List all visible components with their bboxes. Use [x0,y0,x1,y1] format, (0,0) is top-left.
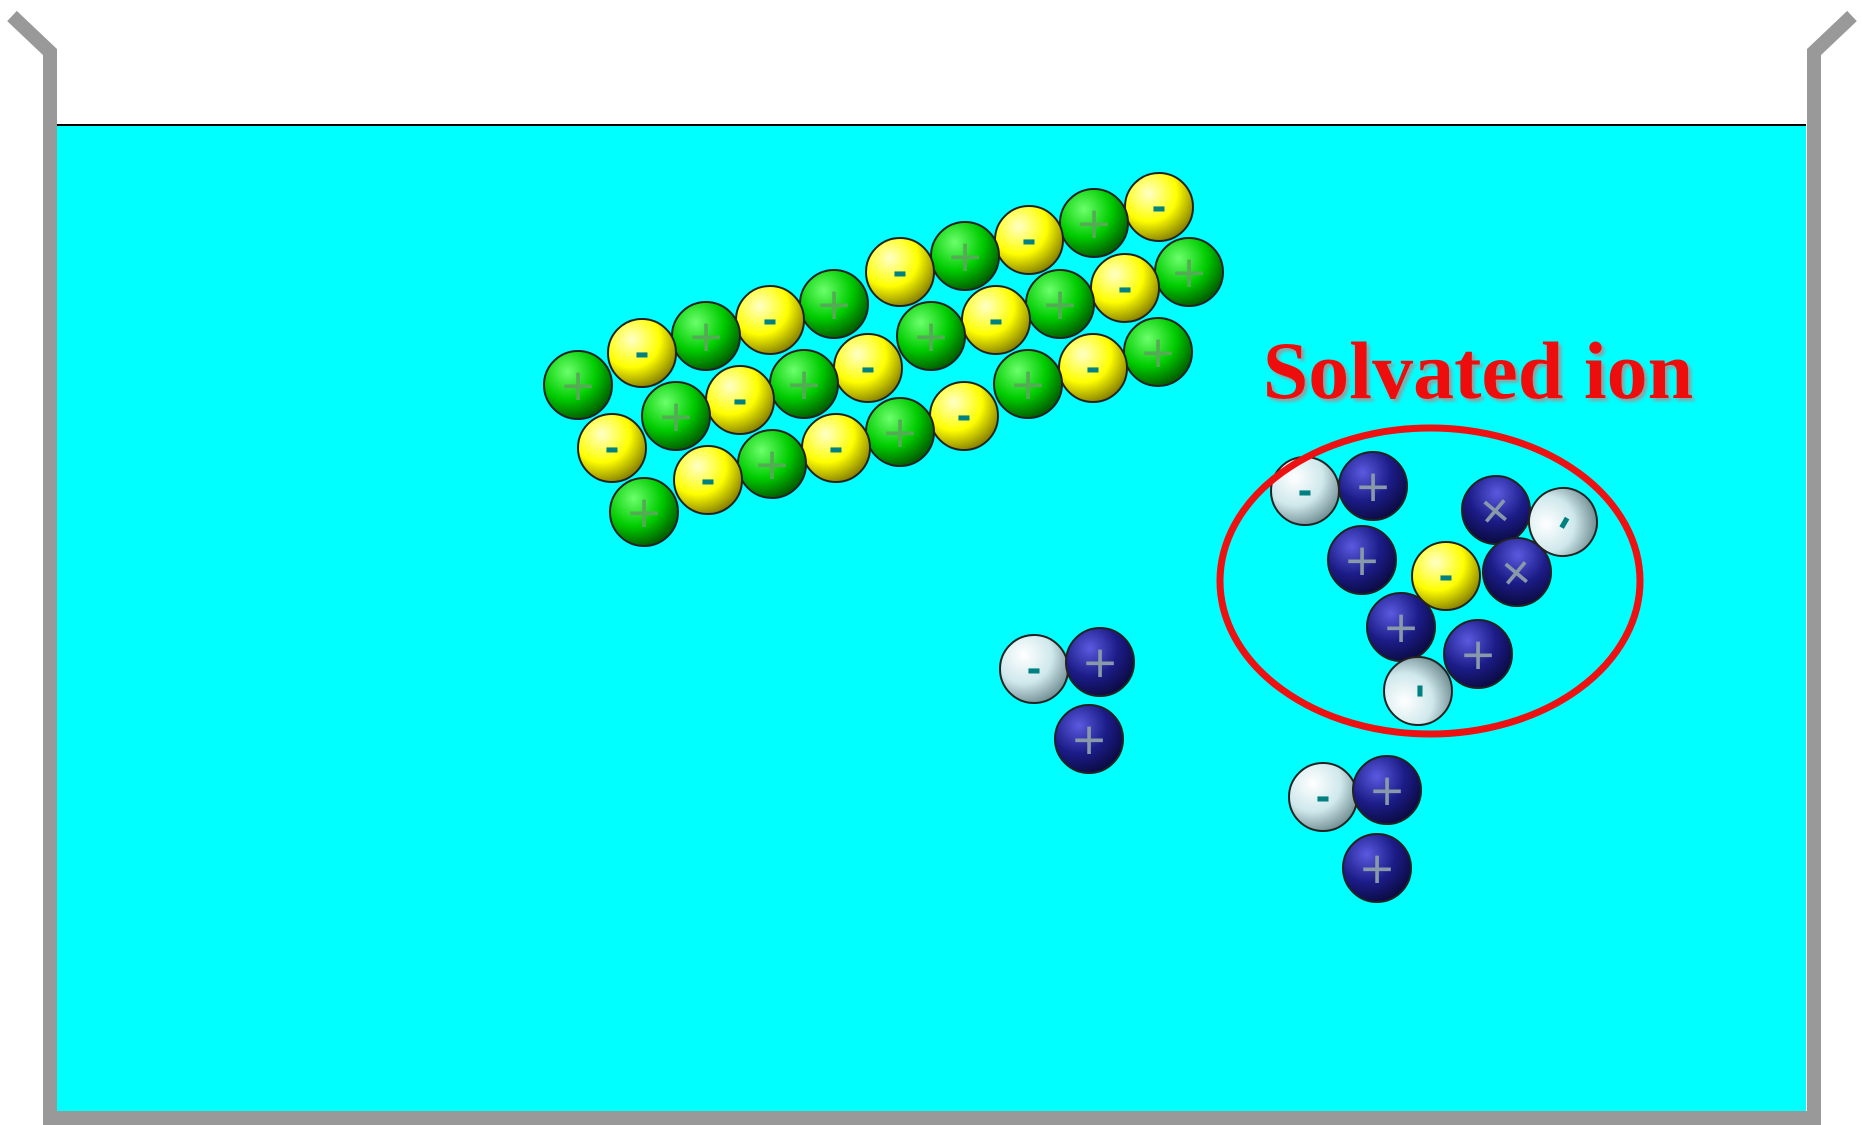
lattice-cation: + [896,301,966,371]
water-oxygen-end: - [1528,487,1598,557]
lattice-cation: + [1059,188,1129,258]
lattice-cation: + [737,429,807,499]
lattice-anion: - [1411,541,1481,611]
solvated-ion-cluster: -+++-+++-- [1270,451,1598,726]
positive-sign: + [1383,602,1420,653]
positive-sign: + [1460,629,1497,680]
water-hydrogen-end: + [1352,755,1422,825]
negative-sign: - [763,300,778,341]
negative-sign: - [1152,187,1167,228]
water-oxygen-end: - [999,634,1069,704]
water-hydrogen-end: + [1054,704,1124,774]
negative-sign: - [1439,556,1454,597]
lattice-cation: + [799,269,869,339]
positive-sign: + [1344,535,1381,586]
positive-sign: + [882,407,919,458]
negative-sign: - [1086,348,1101,389]
lattice-cation: + [930,221,1000,291]
water-hydrogen-end: + [1366,592,1436,662]
lattice-anion: - [801,413,871,483]
lattice-cation: + [993,349,1063,419]
positive-sign: + [560,360,597,411]
positive-sign: + [688,311,725,362]
positive-sign: + [1140,327,1177,378]
negative-sign: - [829,428,844,469]
lattice-anion: - [735,285,805,355]
lattice-anion: - [961,285,1031,355]
positive-sign: + [658,391,695,442]
negative-sign: - [701,460,716,501]
water-oxygen-end: - [1270,456,1340,526]
water-oxygen-end: - [1288,762,1358,832]
negative-sign: - [989,300,1004,341]
positive-sign: + [1071,714,1108,765]
solvated-ion-label: Solvated ion [1263,325,1694,416]
water-hydrogen-end: + [1342,833,1412,903]
negative-sign: - [1027,649,1042,690]
lattice-anion: - [833,333,903,403]
lattice-cation: + [641,381,711,451]
positive-sign: + [1171,247,1208,298]
water-hydrogen-end: + [1461,475,1531,545]
positive-sign: + [754,439,791,490]
negative-sign: - [1118,268,1133,309]
positive-sign: + [1076,198,1113,249]
lattice-cation: + [543,350,613,420]
positive-sign: + [1010,359,1047,410]
negative-sign: - [861,348,876,389]
positive-sign: + [1042,279,1079,330]
positive-sign: + [626,487,663,538]
positive-sign: + [1355,461,1392,512]
positive-sign: + [913,311,950,362]
lattice-anion: - [1090,253,1160,323]
negative-sign: - [1398,684,1439,699]
lattice-cation: + [769,349,839,419]
lattice-cation: + [1025,269,1095,339]
lattice-anion: - [607,318,677,388]
positive-sign: + [786,359,823,410]
ionic-crystal-lattice: -+-+-+-+-++-+-++-+-+-+-+--+-+ [543,172,1224,547]
negative-sign: - [1316,777,1331,818]
lattice-anion: - [994,205,1064,275]
positive-sign: + [816,279,853,330]
lattice-cation: + [671,301,741,371]
positive-sign: + [1369,765,1406,816]
lattice-anion: - [1124,172,1194,242]
negative-sign: - [733,380,748,421]
positive-sign: + [1082,637,1119,688]
lattice-anion: - [673,445,743,515]
lattice-anion: - [865,237,935,307]
negative-sign: - [605,428,620,469]
lattice-anion: - [577,413,647,483]
water-hydrogen-end: + [1482,537,1552,607]
positive-sign: + [1359,843,1396,894]
positive-sign: + [947,231,984,282]
water-hydrogen-end: + [1327,525,1397,595]
water-hydrogen-end: + [1338,451,1408,521]
negative-sign: - [957,396,972,437]
beaker [7,10,1857,1125]
solvated-ion-outline [1216,424,1644,738]
water-oxygen-end: - [1383,656,1453,726]
negative-sign: - [1022,220,1037,261]
negative-sign: - [1298,471,1313,512]
water-hydrogen-end: + [1443,619,1513,689]
lattice-cation: + [865,397,935,467]
negative-sign: - [635,333,650,374]
lattice-cation: + [609,477,679,547]
negative-sign: - [893,252,908,293]
lattice-anion: - [705,365,775,435]
hydrated-ions: -++-++ [999,627,1422,903]
lattice-cation: + [1123,317,1193,387]
water-hydrogen-end: + [1065,627,1135,697]
lattice-anion: - [929,381,999,451]
lattice-cation: + [1154,237,1224,307]
lattice-anion: - [1058,333,1128,403]
